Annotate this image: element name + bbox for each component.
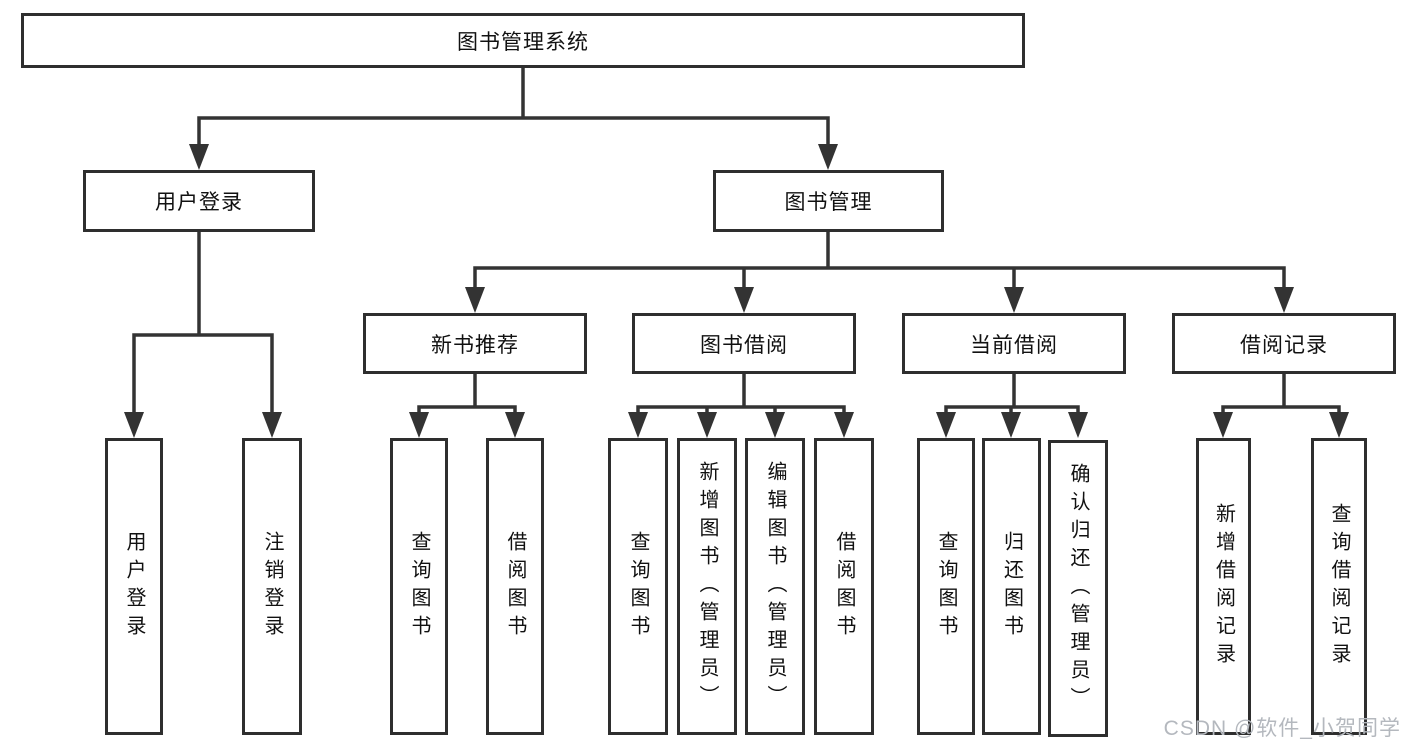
branch-new-book-rec [417, 372, 517, 422]
arrowhead [1001, 412, 1021, 438]
leaf-cb-query-book-label: 查询图书 [935, 530, 957, 643]
arrowhead [1004, 287, 1024, 313]
branch-book-borrow [636, 372, 846, 422]
leaf-user-login: 用户登录 [105, 438, 163, 735]
node-user-login-label: 用户登录 [155, 191, 243, 214]
leaf-cb-query-book: 查询图书 [917, 438, 975, 735]
arrowhead [124, 412, 144, 438]
leaf-rec-query-book: 查询图书 [390, 438, 448, 735]
leaf-bb-edit-book: 编辑图书（管理员） [745, 438, 805, 735]
node-book-management-label: 图书管理 [784, 191, 873, 214]
leaf-bb-query-book-label: 查询图书 [627, 530, 649, 643]
leaf-cb-return-book-label: 归还图书 [1000, 530, 1023, 643]
leaf-br-add-record-label: 新增借阅记录 [1212, 502, 1235, 671]
leaf-logout-label: 注销登录 [261, 530, 283, 643]
node-current-borrow-label: 当前借阅 [970, 333, 1058, 357]
leaf-cb-confirm-return: 确认归还（管理员） [1048, 440, 1108, 737]
branch-borrow-records [1221, 372, 1341, 422]
branch-book-mgmt [473, 230, 1286, 297]
node-borrow-records: 借阅记录 [1172, 313, 1396, 374]
node-root: 图书管理系统 [21, 13, 1025, 68]
arrowhead [734, 287, 754, 313]
arrowhead [1068, 412, 1088, 438]
arrowhead [465, 287, 485, 313]
leaf-bb-add-book-label: 新增图书（管理员） [696, 460, 718, 713]
leaf-br-query-record: 查询借阅记录 [1311, 438, 1367, 735]
arrowhead [409, 412, 429, 438]
node-book-borrow: 图书借阅 [632, 313, 856, 374]
arrowhead [1274, 287, 1294, 313]
arrowhead [1213, 412, 1233, 438]
leaf-br-add-record: 新增借阅记录 [1196, 438, 1251, 735]
leaf-cb-confirm-return-label: 确认归还（管理员） [1067, 462, 1089, 715]
arrowhead [834, 412, 854, 438]
branch-user-login [132, 230, 274, 422]
leaf-br-query-record-label: 查询借阅记录 [1328, 502, 1350, 671]
arrowhead [628, 412, 648, 438]
node-book-management: 图书管理 [713, 170, 944, 232]
watermark: CSDN @软件_小贺同学 [1163, 717, 1401, 740]
leaf-rec-query-book-label: 查询图书 [408, 530, 430, 643]
node-current-borrow: 当前借阅 [902, 313, 1126, 374]
branch-root [197, 66, 830, 154]
arrowhead [818, 144, 838, 170]
arrowheads [124, 144, 1349, 438]
leaf-bb-add-book: 新增图书（管理员） [677, 438, 737, 735]
leaf-bb-edit-book-label: 编辑图书（管理员） [764, 460, 786, 713]
arrowhead [1329, 412, 1349, 438]
node-root-label: 图书管理系统 [457, 30, 589, 54]
node-book-borrow-label: 图书借阅 [700, 333, 788, 357]
node-user-login: 用户登录 [83, 170, 315, 232]
arrowhead [505, 412, 525, 438]
arrowhead [936, 412, 956, 438]
node-new-book-recommend-label: 新书推荐 [431, 333, 519, 357]
arrowhead [189, 144, 209, 170]
arrowhead [262, 412, 282, 438]
leaf-logout: 注销登录 [242, 438, 302, 735]
leaf-bb-borrow-book-label: 借阅图书 [833, 530, 855, 643]
leaf-cb-return-book: 归还图书 [982, 438, 1041, 735]
leaf-bb-query-book: 查询图书 [608, 438, 668, 735]
leaf-rec-borrow-book-label: 借阅图书 [504, 530, 526, 643]
node-new-book-recommend: 新书推荐 [363, 313, 587, 374]
leaf-bb-borrow-book: 借阅图书 [814, 438, 874, 735]
arrowhead [697, 412, 717, 438]
arrowhead [765, 412, 785, 438]
node-borrow-records-label: 借阅记录 [1240, 333, 1328, 357]
leaf-rec-borrow-book: 借阅图书 [486, 438, 544, 735]
leaf-user-login-label: 用户登录 [123, 530, 145, 643]
